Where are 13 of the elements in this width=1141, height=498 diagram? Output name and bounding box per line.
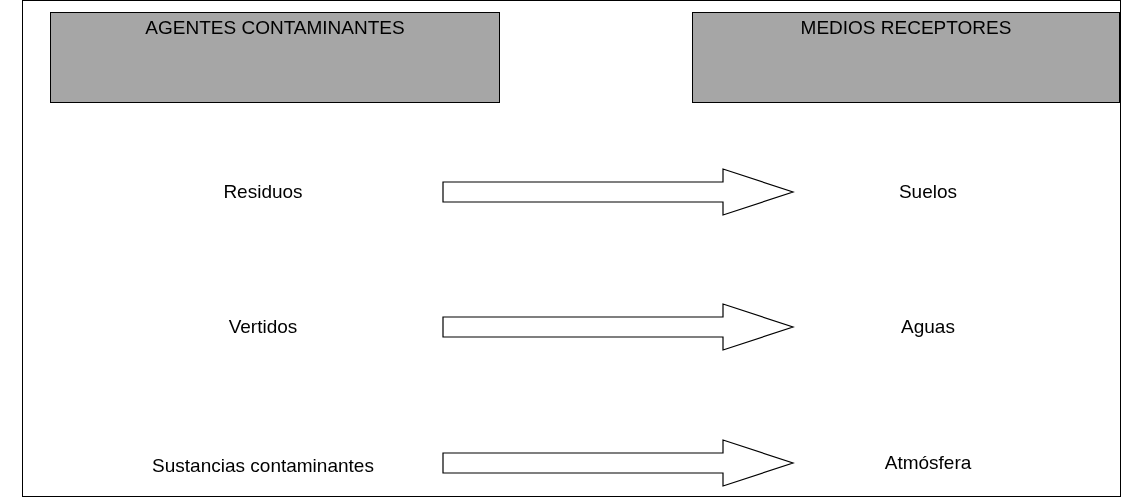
header-box bbox=[692, 12, 1120, 103]
node-label: Atmósfera bbox=[884, 452, 972, 474]
block-arrow bbox=[442, 303, 795, 351]
node-label: Aguas bbox=[901, 316, 955, 338]
node-label: Residuos bbox=[223, 181, 303, 203]
block-arrow bbox=[442, 168, 795, 216]
block-arrow bbox=[442, 439, 795, 487]
header-text: MEDIOS RECEPTORES bbox=[800, 17, 1012, 39]
header-text: AGENTES CONTAMINANTES bbox=[145, 17, 405, 39]
node-label: Sustancias contaminantes bbox=[152, 455, 374, 477]
header-box bbox=[50, 12, 500, 103]
node-label: Vertidos bbox=[228, 316, 298, 338]
node-label: Suelos bbox=[898, 181, 958, 203]
